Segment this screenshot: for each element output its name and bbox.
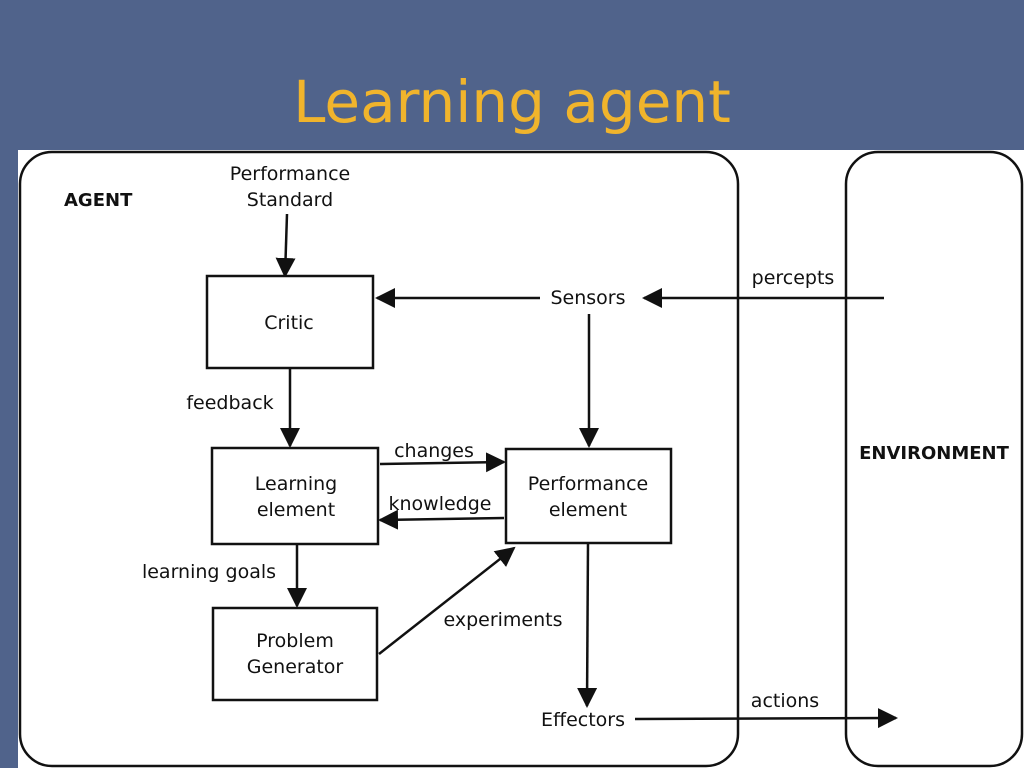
problem-generator-box bbox=[211, 606, 379, 702]
knowledge-label: knowledge bbox=[389, 493, 492, 515]
changes-label: changes bbox=[394, 440, 474, 462]
problem-generator-line-2: Generator bbox=[247, 656, 344, 678]
percepts-label: percepts bbox=[752, 267, 835, 289]
learning-element-line-2: element bbox=[257, 499, 335, 521]
learning-agent-diagram: AGENT ENVIRONMENT Performance Standard C… bbox=[18, 150, 1024, 768]
learning-element-line-1: Learning bbox=[255, 473, 338, 495]
standard-to-critic-arrow bbox=[275, 213, 296, 278]
agent-label: AGENT bbox=[64, 190, 133, 211]
critic-label: Critic bbox=[264, 312, 314, 334]
diagram-canvas: AGENT ENVIRONMENT Performance Standard C… bbox=[18, 150, 1024, 768]
feedback-label: feedback bbox=[186, 392, 273, 414]
performance-to-effectors-arrow bbox=[577, 542, 598, 708]
performance-standard-line-1: Performance bbox=[230, 163, 350, 185]
performance-element-line-1: Performance bbox=[528, 473, 648, 495]
performance-element-line-2: element bbox=[549, 499, 627, 521]
critic-box bbox=[205, 274, 375, 370]
knowledge-arrow bbox=[378, 509, 505, 530]
environment-boundary bbox=[844, 150, 1024, 768]
performance-standard-line-2: Standard bbox=[247, 189, 333, 211]
changes-arrow bbox=[379, 452, 506, 473]
agent-boundary bbox=[18, 150, 740, 768]
slide-title: Learning agent bbox=[293, 68, 731, 136]
actions-arrow bbox=[634, 708, 898, 729]
environment-label: ENVIRONMENT bbox=[859, 443, 1009, 464]
sensors-label: Sensors bbox=[550, 287, 625, 309]
learning-element-box bbox=[210, 446, 380, 546]
performance-element-box bbox=[504, 447, 673, 545]
experiments-arrow bbox=[378, 546, 516, 655]
problem-generator-line-1: Problem bbox=[256, 630, 334, 652]
actions-label: actions bbox=[751, 690, 819, 712]
experiments-label: experiments bbox=[443, 609, 562, 631]
effectors-label: Effectors bbox=[541, 709, 625, 731]
learning-goals-label: learning goals bbox=[142, 561, 276, 583]
